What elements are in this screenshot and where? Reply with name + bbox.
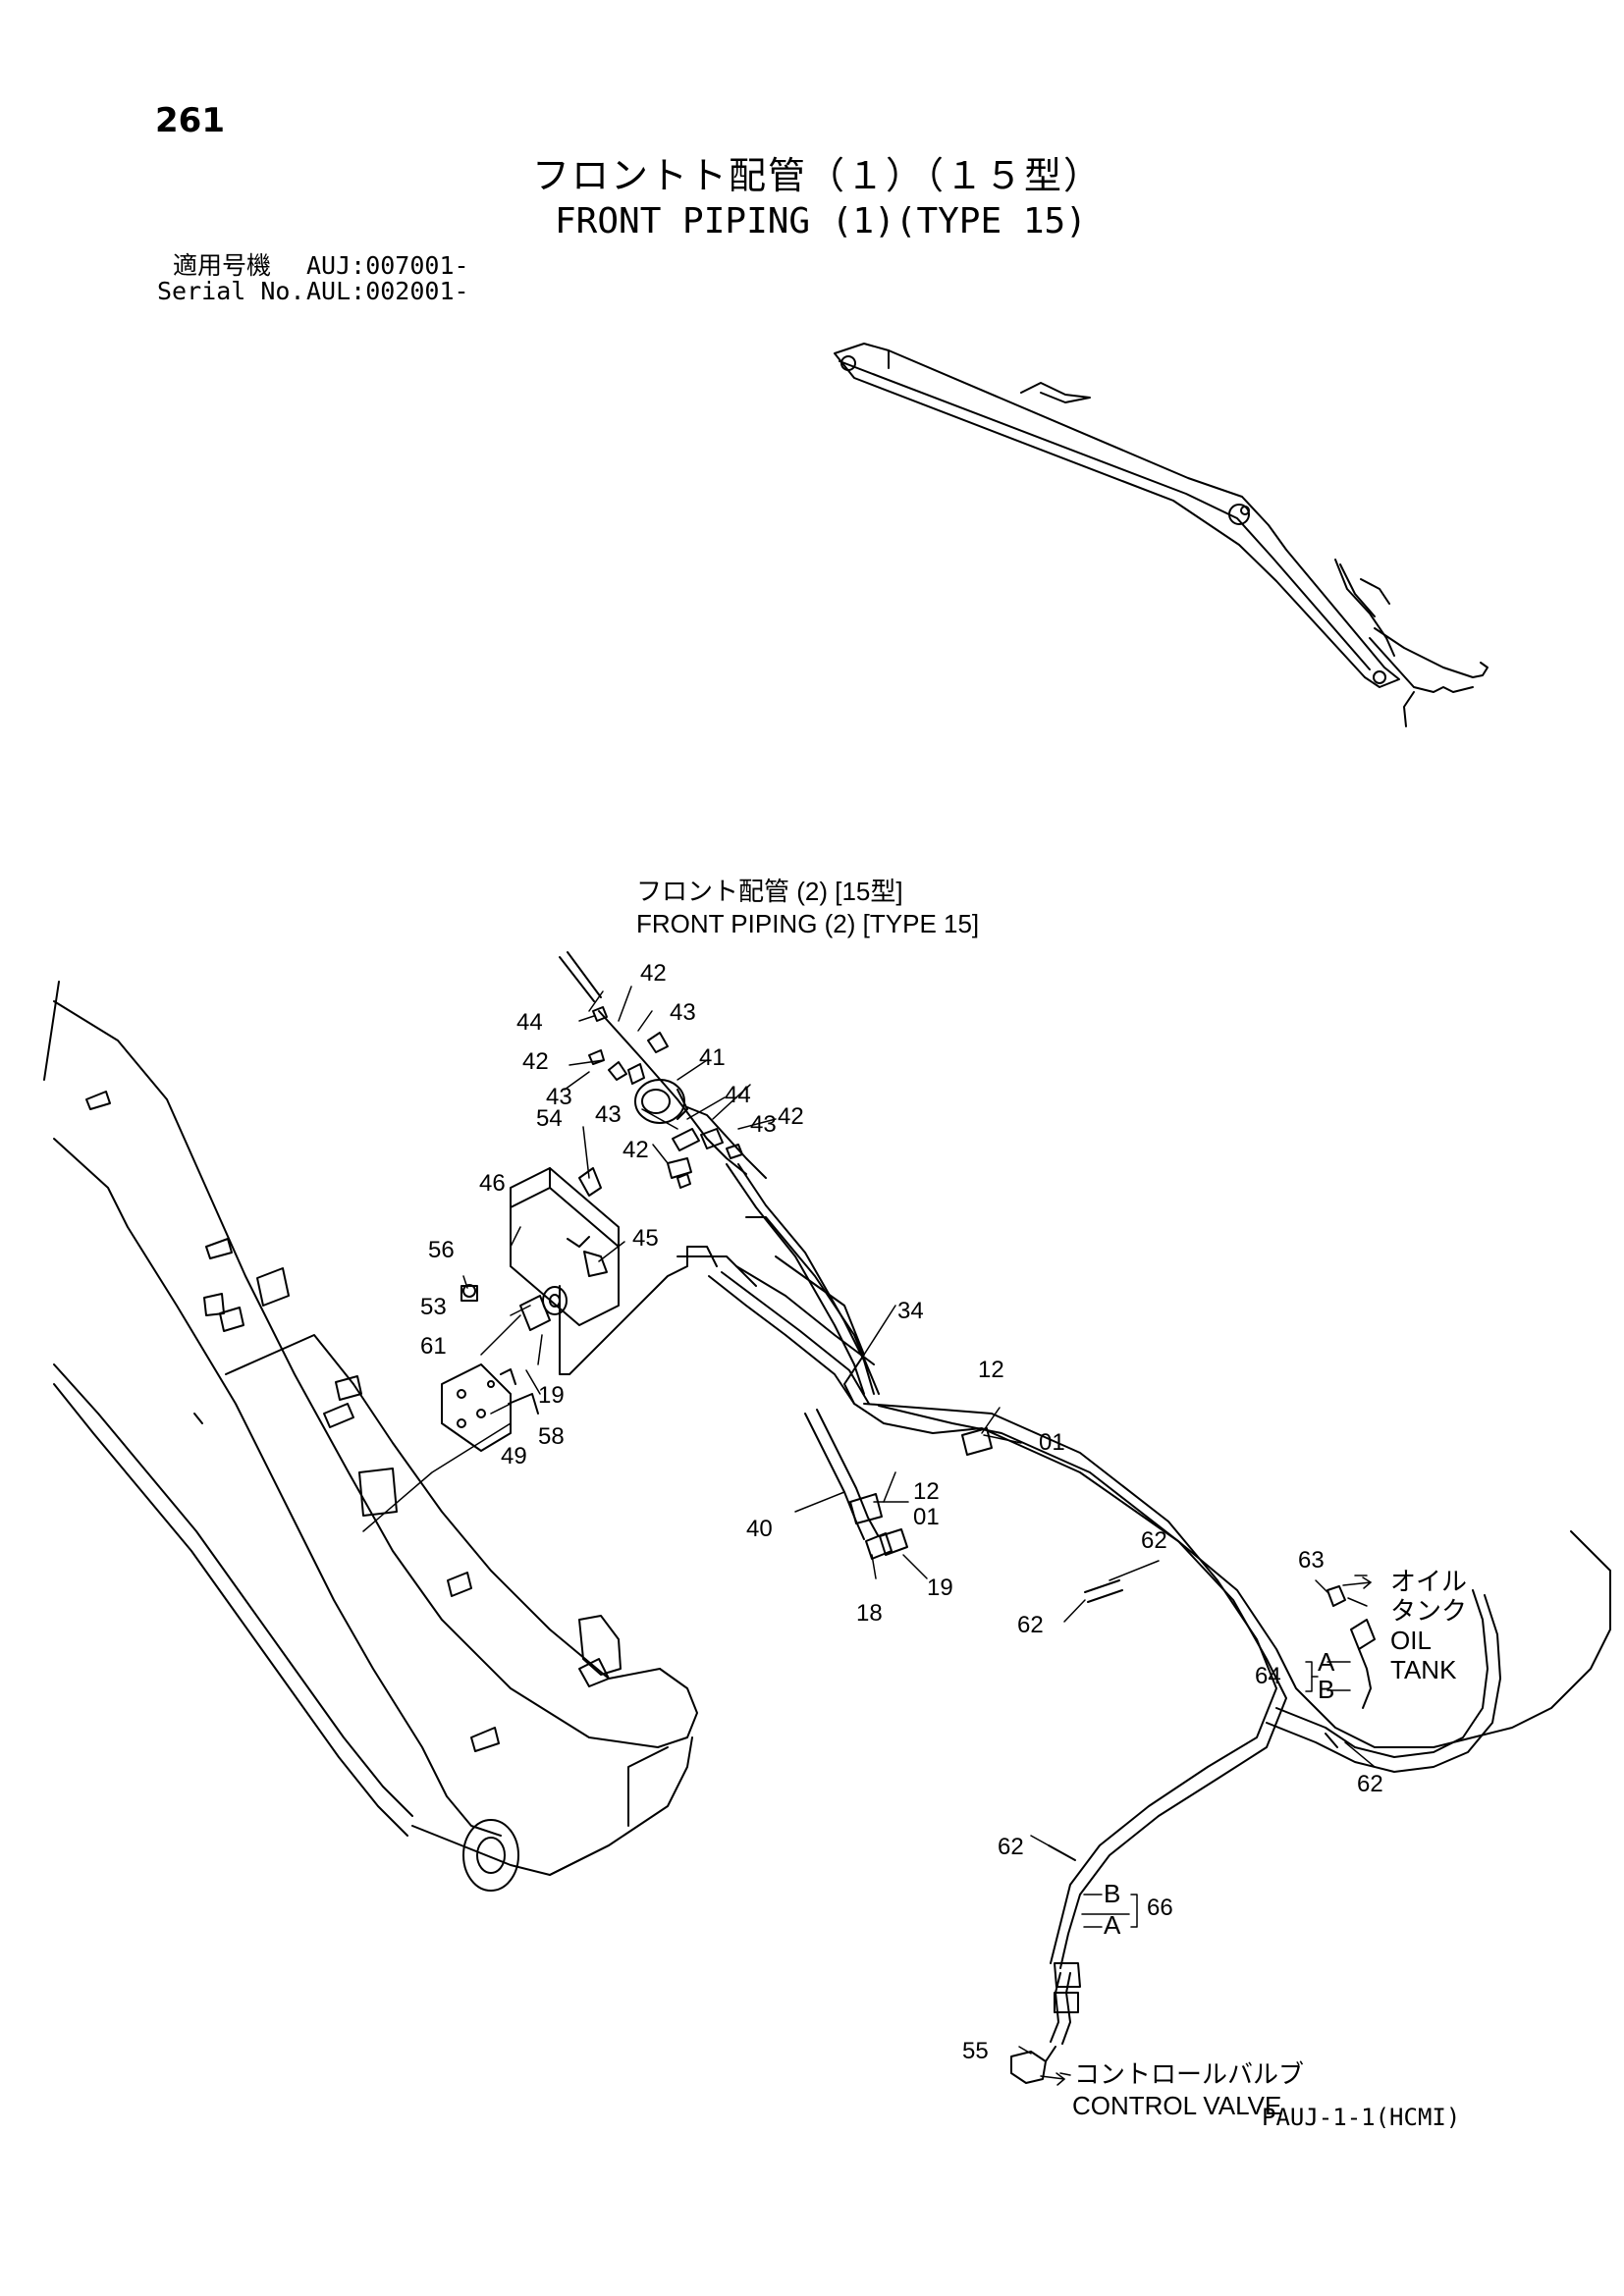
- applicable-label: 適用号機: [173, 251, 272, 280]
- oil-tank-label-jp-2: タンク: [1390, 1596, 1468, 1626]
- callout-46: 46: [479, 1170, 506, 1197]
- callout-49: 49: [501, 1443, 527, 1469]
- callout-01: 01: [1039, 1429, 1065, 1456]
- callout-41: 41: [699, 1044, 726, 1071]
- arm-drawing: [43, 981, 698, 1892]
- callout-58: 58: [538, 1423, 565, 1450]
- callout-45: 45: [632, 1225, 659, 1252]
- callout-01: 01: [913, 1504, 940, 1530]
- title-english: FRONT PIPING (1)(TYPE 15): [555, 201, 1087, 241]
- valve-block-drawing: [441, 1167, 620, 1452]
- callout-62: 62: [1017, 1612, 1044, 1638]
- callout-56: 56: [428, 1237, 455, 1263]
- reference-label-jp: フロント配管 (2) [15型]: [636, 877, 903, 906]
- callout-42: 42: [522, 1048, 549, 1075]
- boom-overview-drawing: [834, 343, 1489, 727]
- control-valve-label-en: CONTROL VALVE: [1072, 2091, 1282, 2120]
- footer-code: PAUJ-1-1(HCMI): [1262, 2104, 1461, 2131]
- leader-lines: [362, 986, 1376, 2086]
- fittings-drawing: [588, 1006, 743, 1189]
- callout-42: 42: [778, 1103, 804, 1130]
- serial-value: AUL:002001-: [306, 277, 469, 305]
- callout-53: 53: [420, 1294, 447, 1320]
- callout-19: 19: [927, 1575, 953, 1601]
- port-a-label-control-valve: A: [1104, 1910, 1121, 1940]
- callout-66: 66: [1147, 1895, 1173, 1921]
- callout-42: 42: [640, 960, 667, 987]
- callout-55: 55: [962, 2038, 989, 2064]
- callout-54: 54: [536, 1105, 563, 1132]
- callout-43: 43: [595, 1101, 622, 1128]
- callout-43: 43: [546, 1084, 572, 1110]
- callout-12: 12: [913, 1478, 940, 1505]
- port-a-label-oil-tank: A: [1318, 1647, 1335, 1677]
- callout-18: 18: [856, 1600, 883, 1627]
- callout-43: 43: [750, 1111, 777, 1138]
- callout-44: 44: [516, 1009, 543, 1036]
- callout-64: 64: [1255, 1663, 1281, 1689]
- control-valve-label-jp: コントロールバルブ: [1074, 2059, 1305, 2089]
- title-japanese: フロントト配管（１）（１５型）: [532, 154, 1104, 197]
- port-b-label-oil-tank: B: [1318, 1675, 1335, 1704]
- oil-tank-label-jp: オイル: [1390, 1567, 1468, 1596]
- serial-label: Serial No.: [157, 277, 305, 305]
- page-number: 261: [155, 101, 225, 140]
- callout-12: 12: [978, 1357, 1004, 1383]
- callout-44: 44: [725, 1082, 751, 1108]
- callout-62: 62: [998, 1834, 1024, 1860]
- callout-62: 62: [1141, 1527, 1167, 1554]
- piping-drawing: [559, 951, 1611, 2084]
- callout-34: 34: [897, 1298, 924, 1324]
- callout-61: 61: [420, 1333, 447, 1360]
- applicable-value: AUJ:007001-: [306, 251, 469, 280]
- callout-62: 62: [1357, 1771, 1383, 1797]
- oil-tank-label-en-2: TANK: [1390, 1655, 1457, 1684]
- oil-tank-label-en: OIL: [1390, 1626, 1432, 1655]
- callout-42: 42: [623, 1137, 649, 1163]
- port-b-label-control-valve: B: [1104, 1879, 1121, 1908]
- callout-19: 19: [538, 1382, 565, 1409]
- reference-label-en: FRONT PIPING (2) [TYPE 15]: [636, 909, 980, 938]
- callout-40: 40: [746, 1516, 773, 1542]
- callout-63: 63: [1298, 1547, 1325, 1574]
- callout-43: 43: [670, 999, 696, 1026]
